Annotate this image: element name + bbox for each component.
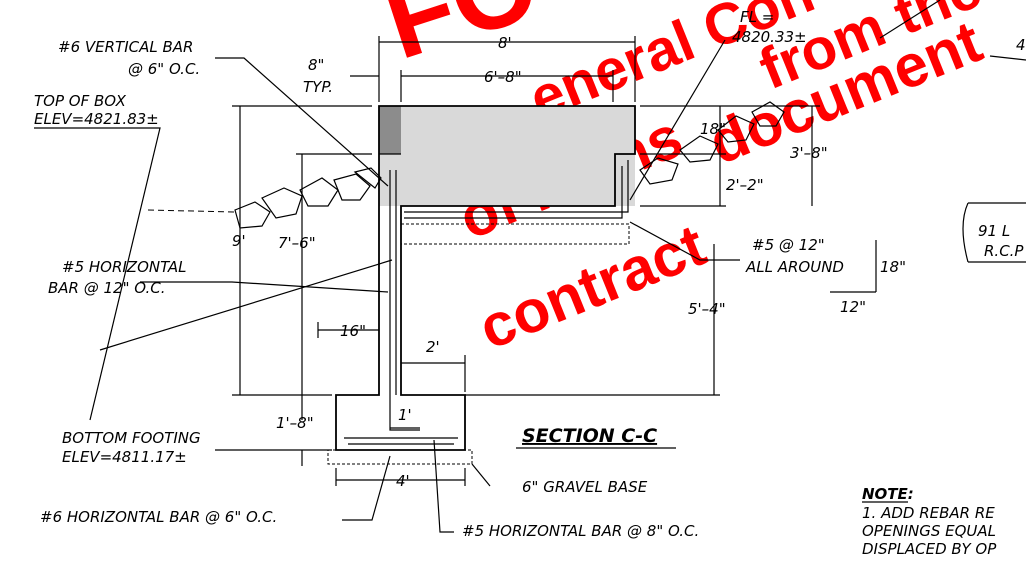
box-structure xyxy=(327,105,636,465)
dim-16: 16" xyxy=(340,322,366,340)
dim-1-ft: 1' xyxy=(398,406,412,424)
label-top-of-box-1: TOP OF BOX xyxy=(34,92,127,110)
wall-outline xyxy=(335,105,636,451)
label-pipe-1: 91 L xyxy=(978,222,1010,240)
label-horizontal-bar-1: #5 HORIZONTAL xyxy=(62,258,187,276)
label-bottom-footing-2: ELEV=4811.17± xyxy=(62,448,187,466)
slab-gravel xyxy=(400,223,630,245)
label-fl-2: 4820.33± xyxy=(732,28,807,46)
label-typ: TYP. xyxy=(303,78,333,96)
dim-12: 12" xyxy=(840,298,866,316)
label-horizontal-bar-2: BAR @ 12" O.C. xyxy=(48,279,165,297)
box-top-dark-corner xyxy=(379,106,401,154)
label-bottom-bar-5: #5 HORIZONTAL BAR @ 8" O.C. xyxy=(462,522,699,540)
label-all-around-2: ALL AROUND xyxy=(745,258,844,276)
label-bottom-bar-6: #6 HORIZONTAL BAR @ 6" O.C. xyxy=(40,508,277,526)
note-line-3: DISPLACED BY OP xyxy=(862,540,997,558)
gravel-base xyxy=(327,449,473,465)
leader-lines xyxy=(34,0,1026,533)
label-all-around-1: #5 @ 12" xyxy=(752,236,825,254)
dim-1-8: 1'–8" xyxy=(276,414,314,432)
label-gravel-base: 6" GRAVEL BASE xyxy=(522,478,648,496)
label-pipe-2: R.C.P xyxy=(984,242,1024,260)
footing-rebar xyxy=(344,437,458,445)
dim-5-4: 5'–4" xyxy=(688,300,726,318)
label-bottom-footing-1: BOTTOM FOOTING xyxy=(62,429,201,447)
dim-6-8: 6'–8" xyxy=(484,68,522,86)
riprap-left xyxy=(147,167,382,229)
labels: #6 VERTICAL BAR @ 6" O.C. TOP OF BOX ELE… xyxy=(34,8,1026,558)
dim-7-6: 7'–6" xyxy=(278,234,316,252)
wall-rebar-vertical xyxy=(389,170,420,431)
note-line-1: 1. ADD REBAR RE xyxy=(862,504,995,522)
section-title: SECTION C-C xyxy=(522,425,657,447)
dim-4-ft: 4' xyxy=(396,472,410,490)
dim-2-ft: 2' xyxy=(426,338,440,356)
dim-18: 18" xyxy=(700,120,726,138)
dim-18b: 18" xyxy=(880,258,906,276)
label-vertical-bar-2: @ 6" O.C. xyxy=(128,60,200,78)
dim-8-ft: 8' xyxy=(498,34,512,52)
slab-rebar xyxy=(404,160,629,219)
dim-3-8: 3'–8" xyxy=(790,144,828,162)
dim-9: 9' xyxy=(232,232,246,250)
dim-2-2: 2'–2" xyxy=(726,176,764,194)
label-fl-1: FL = xyxy=(740,8,774,26)
box-top-slab xyxy=(379,106,635,206)
riprap-right xyxy=(639,101,785,185)
rcp-pipe xyxy=(962,202,1026,263)
note-line-2: OPENINGS EQUAL xyxy=(862,522,996,540)
label-vertical-bar-1: #6 VERTICAL BAR xyxy=(58,38,193,56)
label-top-of-box-2: ELEV=4821.83± xyxy=(34,110,159,128)
dimension-lines xyxy=(232,36,877,486)
note-title: NOTE: xyxy=(862,485,914,503)
label-typ-8: 8" xyxy=(308,56,324,74)
label-right-edge-4: 4 xyxy=(1016,36,1026,54)
